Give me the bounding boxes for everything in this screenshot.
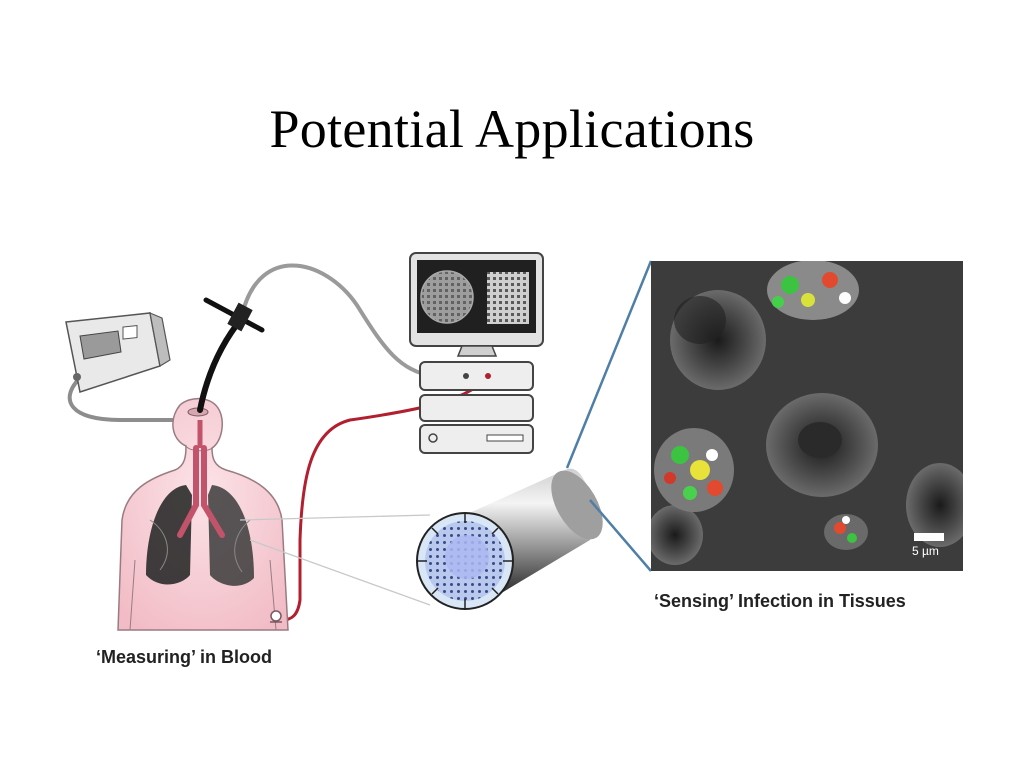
probe-cable [240, 263, 433, 378]
computer-workstation-icon [409, 252, 544, 454]
scale-bar-label: 5 µm [912, 544, 939, 558]
micrograph-callout-lines [565, 260, 653, 572]
blood-caption: ‘Measuring’ in Blood [96, 647, 273, 667]
scale-bar [914, 533, 944, 541]
human-torso-lungs-icon [117, 397, 289, 631]
tissue-caption: ‘Sensing’ Infection in Tissues [654, 591, 906, 611]
fiber-bundle-cross-section-icon [416, 468, 603, 610]
slide-title: Potential Applications [269, 99, 755, 159]
fiber-callout-lines [239, 514, 431, 606]
endoscope-probe-icon [197, 297, 265, 413]
monitor-device-icon [65, 312, 171, 393]
tissue-micrograph [651, 261, 963, 571]
